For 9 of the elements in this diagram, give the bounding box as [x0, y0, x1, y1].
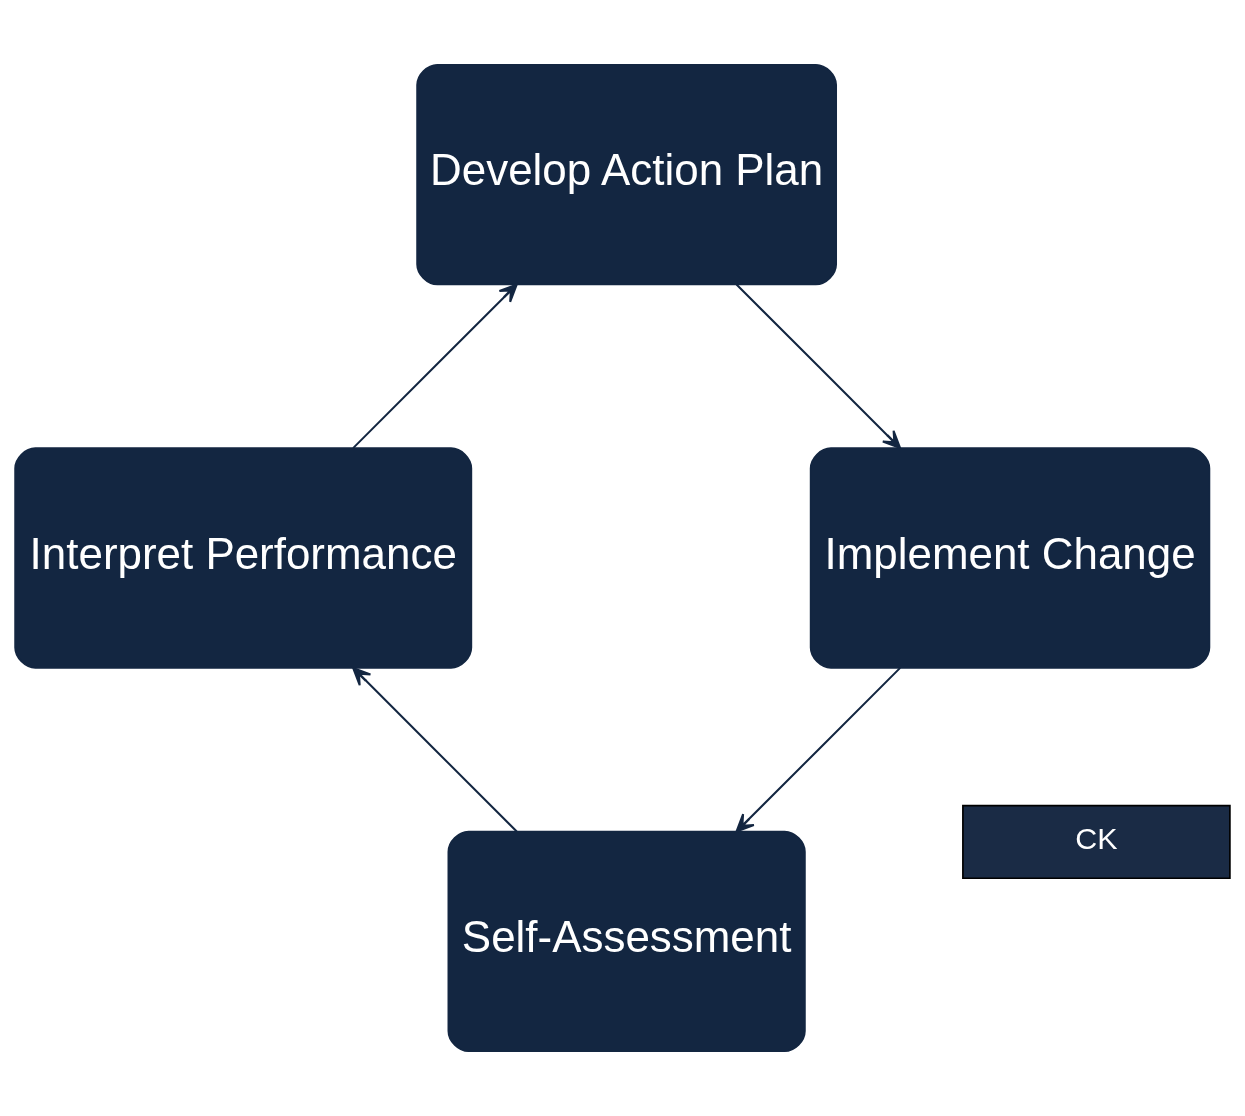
node-box: Interpret Performance — [14, 447, 473, 669]
node-box: Self-Assessment — [447, 830, 806, 1053]
arrow — [735, 283, 902, 450]
arrow — [352, 666, 518, 833]
node-box: Develop Action Plan — [416, 63, 837, 286]
arrow — [352, 283, 518, 449]
arrow — [735, 667, 901, 833]
node-box: Implement Change — [809, 447, 1211, 669]
node-box: CK — [962, 804, 1231, 880]
